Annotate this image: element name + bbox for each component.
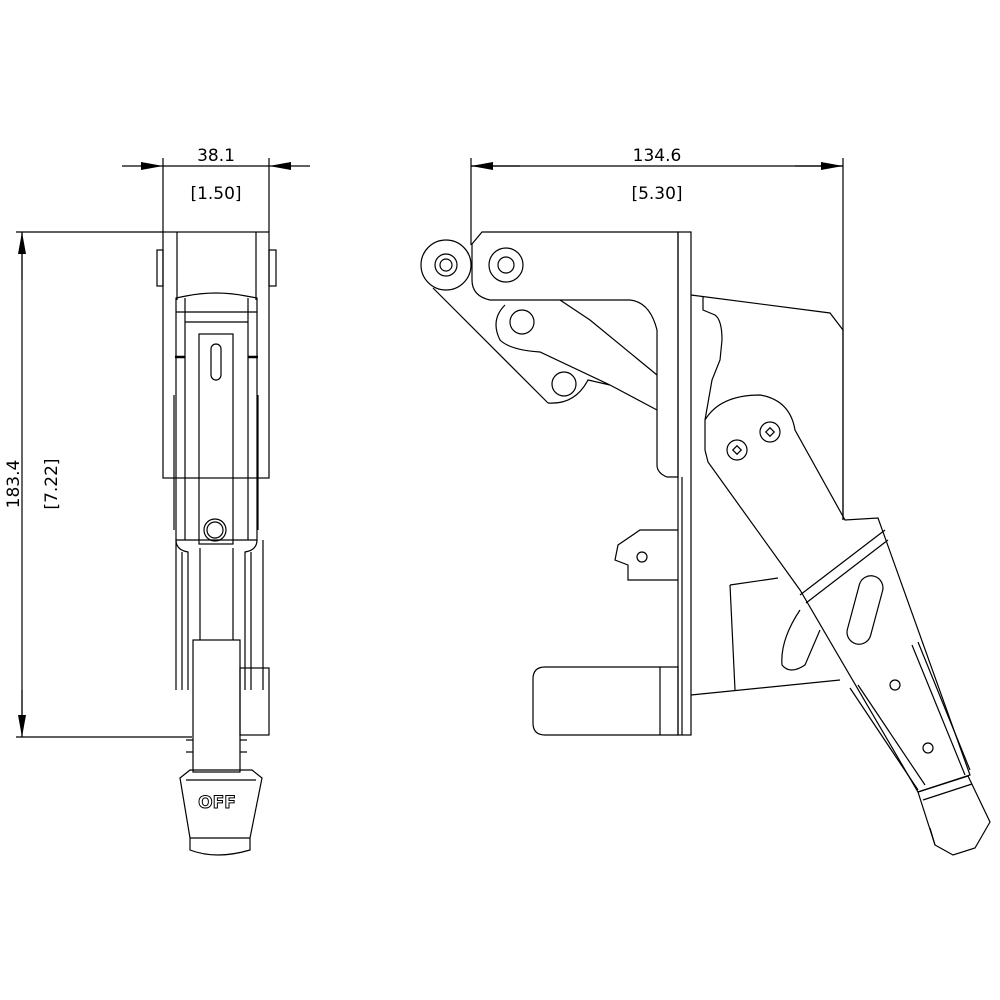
mounting-bracket xyxy=(420,231,692,736)
front-body xyxy=(156,231,277,545)
depth-in-label: [5.30] xyxy=(631,184,682,204)
front-view: 38.1 [1.50] 183.4 [7.22] xyxy=(4,146,310,856)
lower-block xyxy=(532,666,679,736)
depth-mm-label: 134.6 xyxy=(633,146,682,166)
side-view: 134.6 [5.30] xyxy=(420,146,991,856)
lever-knob xyxy=(917,775,991,856)
width-mm-label: 38.1 xyxy=(197,146,235,166)
terminal xyxy=(614,529,678,581)
switch-lever xyxy=(704,394,971,793)
front-lower xyxy=(175,539,270,773)
height-dimension: 183.4 [7.22] xyxy=(4,231,192,738)
switch-housing xyxy=(690,294,844,696)
height-mm-label: 183.4 xyxy=(4,460,24,509)
knob-off-label: OFF xyxy=(198,793,236,813)
height-in-label: [7.22] xyxy=(42,458,62,509)
width-dimension: 38.1 [1.50] xyxy=(122,146,310,232)
width-in-label: [1.50] xyxy=(190,184,241,204)
off-knob: OFF xyxy=(179,769,263,856)
